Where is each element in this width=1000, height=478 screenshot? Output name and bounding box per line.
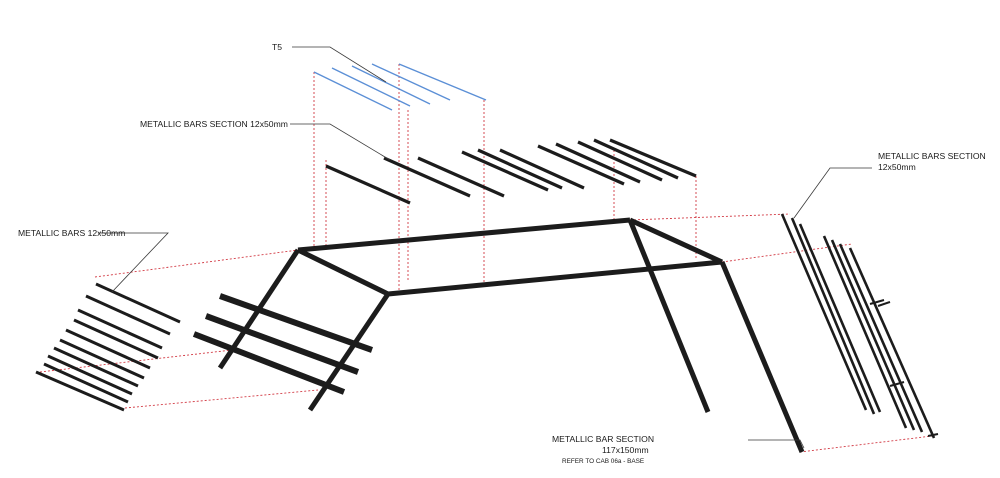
shelf-plate	[218, 293, 374, 353]
metallic-bar	[35, 370, 125, 412]
label-bars-right-line1: METALLIC BARS SECTION	[878, 151, 986, 161]
t5-tube	[351, 65, 431, 105]
label-bars-top: METALLIC BARS SECTION 12x50mm	[140, 119, 288, 129]
leader-t5	[292, 46, 387, 83]
metallic-bar	[53, 346, 139, 388]
metallic-bar	[822, 235, 908, 429]
metallic-bar	[325, 164, 411, 205]
metallic-bar	[73, 318, 159, 360]
leader-base	[748, 439, 805, 449]
cross-tab	[869, 299, 885, 305]
t5-tube	[371, 63, 451, 101]
projection-line	[94, 249, 299, 278]
metallic-bar	[798, 223, 882, 413]
projection-line	[721, 243, 853, 263]
leader-lines	[98, 46, 872, 449]
metallic-bar	[95, 282, 181, 324]
frame-leg	[307, 292, 391, 412]
metallic-bar	[59, 338, 145, 380]
label-base-line3: REFER TO CAB 06a - BASE	[562, 458, 644, 465]
projection-line	[799, 435, 933, 453]
metallic-bar	[499, 148, 585, 190]
label-base-line1: METALLIC BAR SECTION	[552, 434, 654, 444]
label-base-line2: 117x150mm	[602, 445, 649, 455]
metallic-bar	[848, 247, 936, 439]
main-steel-frame	[217, 217, 805, 453]
metallic-bar	[65, 328, 151, 370]
metallic-bar	[85, 294, 171, 336]
leader-bars-top	[290, 123, 391, 161]
frame-leg	[627, 219, 711, 413]
metallic-bar	[417, 156, 505, 198]
cross-tab	[927, 433, 939, 437]
metallic-bar	[537, 144, 625, 186]
frame-beam-front	[387, 259, 723, 297]
projection-line	[124, 389, 319, 409]
t5-tube	[398, 63, 487, 101]
shelf-plate	[192, 331, 346, 395]
metallic-bar	[609, 138, 697, 178]
top-metallic-bars	[325, 138, 697, 205]
metallic-bar	[838, 243, 924, 433]
t5-tube	[331, 67, 411, 107]
step-shelves	[192, 293, 374, 395]
metallic-bar	[47, 354, 133, 396]
label-bars-right-line2: 12x50mm	[878, 162, 916, 172]
leader-bars-left	[98, 232, 169, 293]
metallic-bar	[477, 148, 563, 190]
label-bars-left: METALLIC BARS 12x50mm	[18, 228, 125, 238]
t5-light-tubes	[313, 63, 487, 111]
metallic-bar	[577, 140, 663, 182]
frame-leg	[217, 248, 301, 370]
frame-beam-side-left	[296, 247, 390, 297]
annotation-labels: T5 METALLIC BARS SECTION 12x50mm METALLI…	[18, 42, 986, 465]
right-metallic-bars	[780, 213, 939, 439]
t5-tube	[313, 71, 393, 111]
cross-tab	[877, 301, 891, 307]
frame-beam-side-right	[628, 217, 724, 265]
metallic-bar	[830, 239, 916, 431]
cross-tab	[889, 381, 905, 387]
shelf-plate	[204, 313, 360, 375]
projection-line	[629, 213, 791, 221]
left-metallic-bars	[35, 282, 181, 412]
metallic-bar	[77, 308, 163, 350]
metallic-bar	[383, 156, 471, 198]
metallic-bar	[790, 217, 876, 415]
metallic-bar	[593, 138, 679, 180]
metallic-bar	[461, 150, 549, 192]
label-t5: T5	[272, 42, 282, 52]
frame-leg	[719, 261, 805, 453]
metallic-bar	[555, 142, 641, 184]
frame-beam-back	[297, 217, 631, 253]
metallic-bar	[780, 213, 868, 411]
metallic-bar	[43, 362, 129, 404]
leader-bars-right	[793, 167, 872, 219]
